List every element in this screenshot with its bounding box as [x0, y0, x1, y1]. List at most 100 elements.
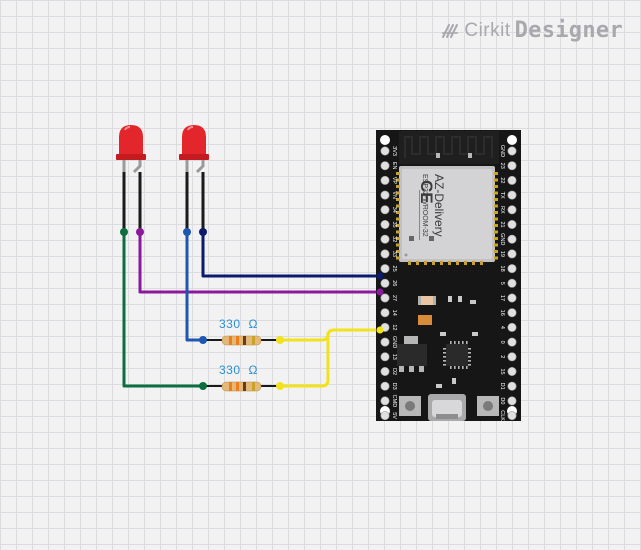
- castellation-pad: [408, 261, 411, 265]
- chip-pin: [466, 366, 468, 369]
- pin-right-16[interactable]: [507, 308, 517, 318]
- pin-label: CLK: [499, 410, 505, 421]
- smd-part: [418, 296, 436, 305]
- led-2[interactable]: [179, 125, 209, 174]
- watermark-product: Designer: [514, 18, 623, 43]
- wires: [120, 172, 380, 390]
- left-pin-labels: 3V3ENVPVN343532332526271412GND13D2D3CMD5…: [391, 146, 397, 419]
- pin-right-5[interactable]: [507, 278, 517, 288]
- castellation-pad: [456, 261, 459, 265]
- pin-right-4[interactable]: [507, 322, 517, 332]
- pin-left-32[interactable]: [380, 234, 390, 244]
- purple-wire[interactable]: [138, 232, 380, 294]
- pin-right-23[interactable]: [507, 161, 517, 171]
- pin-left-27[interactable]: [380, 293, 390, 303]
- chip-pin: [443, 364, 446, 366]
- pin-label: 23: [499, 163, 505, 169]
- pin-label: 33: [391, 251, 397, 257]
- pin-label: 19: [499, 251, 505, 257]
- chip-pin: [443, 360, 446, 362]
- castellation-pad: [494, 172, 498, 175]
- pin-left-vp[interactable]: [380, 175, 390, 185]
- pin-label: 26: [391, 280, 397, 286]
- castellation-pad: [396, 250, 400, 253]
- pin-left-35[interactable]: [380, 220, 390, 230]
- pin-label: GND: [391, 336, 397, 348]
- pin-label: D2: [391, 368, 397, 375]
- navy-wire[interactable]: [201, 232, 380, 278]
- pin-left-34[interactable]: [380, 205, 390, 215]
- esp32-board[interactable]: CE AZ-Delivery ESP32-WROOM-32: [376, 130, 521, 421]
- pin-connection-dot: [376, 272, 384, 280]
- boot-button[interactable]: [477, 396, 499, 416]
- chip-pin: [443, 352, 446, 354]
- pin-connection-dot: [376, 326, 384, 334]
- castellation-pad: [396, 217, 400, 221]
- pin-label: GND: [499, 233, 505, 245]
- pin-left-3v3[interactable]: [380, 146, 390, 156]
- pin-left-cmd[interactable]: [380, 396, 390, 406]
- pin-right-d0[interactable]: [507, 396, 517, 406]
- yellow-wire-1[interactable]: [280, 332, 330, 342]
- pin-right-gnd[interactable]: [507, 146, 517, 156]
- pin-right-tx[interactable]: [507, 190, 517, 200]
- pin-left-vn[interactable]: [380, 190, 390, 200]
- chip-pin: [450, 341, 452, 344]
- pin-left-d3[interactable]: [380, 381, 390, 391]
- castellation-pad: [494, 250, 498, 253]
- pin-label: 5: [499, 282, 505, 285]
- resistor-1[interactable]: [221, 335, 262, 346]
- yellow-wire-2[interactable]: [280, 328, 380, 388]
- pin-right-21[interactable]: [507, 220, 517, 230]
- blue-wire[interactable]: [185, 232, 203, 342]
- pin-right-2[interactable]: [507, 352, 517, 362]
- castellation-pad: [494, 211, 498, 214]
- pin-right-22[interactable]: [507, 175, 517, 185]
- pin-right-19[interactable]: [507, 249, 517, 259]
- castellation-pad: [472, 261, 475, 265]
- pin-label: GND: [499, 145, 505, 157]
- resistor-2[interactable]: [221, 381, 262, 392]
- castellation-pad: [396, 237, 400, 240]
- pin-right-17[interactable]: [507, 293, 517, 303]
- junction-dot: [199, 228, 207, 236]
- chip-pin: [468, 352, 471, 354]
- pin-left-en[interactable]: [380, 161, 390, 171]
- pin-right-gnd[interactable]: [507, 234, 517, 244]
- pin-left-25[interactable]: [380, 264, 390, 274]
- led-1[interactable]: [116, 125, 146, 174]
- pin-right-d1[interactable]: [507, 381, 517, 391]
- module-model: ESP32-WROOM-32: [421, 174, 428, 237]
- pin-left-33[interactable]: [380, 249, 390, 259]
- pin-label: 15: [499, 368, 505, 374]
- green-wire[interactable]: [122, 232, 203, 388]
- castellation-pad: [448, 261, 451, 265]
- pin-left-d2[interactable]: [380, 366, 390, 376]
- pin-connection-dot: [376, 288, 384, 296]
- cirkit-logo-icon: [442, 23, 459, 38]
- pin-right-0[interactable]: [507, 337, 517, 347]
- chip-pin: [443, 348, 446, 350]
- pin-right-15[interactable]: [507, 366, 517, 376]
- castellation-pad: [494, 256, 498, 260]
- chip-pin: [450, 366, 452, 369]
- junction-dot: [199, 382, 207, 390]
- pin-right-rx[interactable]: [507, 205, 517, 215]
- pin-right-18[interactable]: [507, 264, 517, 274]
- pin-left-26[interactable]: [380, 278, 390, 288]
- smd-part: [418, 315, 432, 325]
- pin-left-5v[interactable]: [380, 411, 390, 421]
- en-button[interactable]: [399, 396, 421, 416]
- pin-left-14[interactable]: [380, 308, 390, 318]
- pin-left-gnd[interactable]: [380, 337, 390, 347]
- micro-usb-port[interactable]: [428, 394, 466, 421]
- pin-left-13[interactable]: [380, 352, 390, 362]
- pin-label: D1: [499, 383, 505, 390]
- pin-right-clk[interactable]: [507, 411, 517, 421]
- chip-pin: [468, 360, 471, 362]
- pin-label: 32: [391, 236, 397, 242]
- junction-dot: [276, 336, 284, 344]
- pin-label: 34: [391, 207, 397, 213]
